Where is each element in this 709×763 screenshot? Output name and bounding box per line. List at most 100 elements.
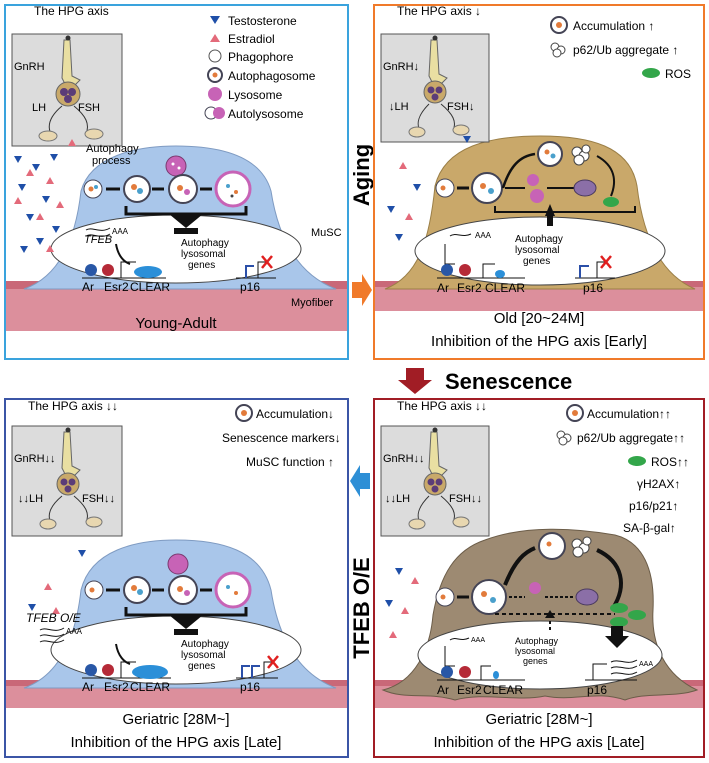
senescence-label: Senescence [445, 369, 572, 394]
tfeb-connector: TFEB O/E [349, 465, 373, 659]
tfeb-arrow-icon [350, 465, 370, 497]
panel-geriatric: The HPG axis ↓↓ GnRH↓↓ ↓↓LH FSH↓↓ AAA Au… [373, 398, 705, 758]
panel-old: The HPG axis ↓ GnRH↓ ↓LH FSH↓ AAA Autoph… [373, 4, 705, 360]
legend-h2ax: γH2AX↑ [637, 477, 680, 491]
legend-p62: p62/Ub aggregate↑↑ [577, 431, 685, 445]
hormone-scatter [14, 139, 76, 253]
legend-p16p21: p16/p21↑ [629, 499, 678, 513]
p16-label: p16 [583, 281, 603, 295]
hormone-scatter [387, 136, 471, 241]
legend-autolysosome: Autolysosome [228, 107, 304, 121]
lh-label: ↓LH [389, 101, 409, 113]
old-figure: The HPG axis ↓ GnRH↓ ↓LH FSH↓ AAA Autoph… [375, 6, 703, 350]
aaa-text: AAA [471, 637, 485, 644]
ar-label: Ar [437, 281, 449, 295]
lh-label: LH [32, 102, 46, 114]
p62-icon [556, 430, 572, 446]
tfeb-figure: The HPG axis ↓↓ GnRH↓↓ ↓↓LH FSH↓↓ TFEB O… [6, 400, 347, 751]
fsh-label: FSH [78, 102, 100, 114]
aaa-text: AAA [66, 627, 83, 636]
legend-ros: ROS [665, 67, 691, 81]
esr2-label: Esr2 [104, 680, 129, 694]
phagophore-icon [208, 49, 222, 63]
tfeb-label: TFEB [84, 234, 112, 246]
clear-label: CLEAR [130, 680, 170, 694]
lh-label: ↓↓LH [18, 493, 43, 505]
ar-label: Ar [437, 683, 449, 697]
p16-label: p16 [587, 683, 607, 697]
hpg-title: The HPG axis ↓ [397, 6, 481, 18]
tfeb-oe-label: TFEB O/E [349, 557, 373, 658]
legend-accumulation: Accumulation↓ [256, 407, 334, 421]
legend-p62: p62/Ub aggregate ↑ [573, 43, 678, 57]
nucleus [417, 620, 663, 690]
legend-senescence-markers: Senescence markers↓ [222, 431, 341, 445]
p16-label: p16 [240, 280, 260, 294]
legend-musc-function: MuSC function ↑ [246, 455, 334, 469]
ger-caption-2: Inhibition of the HPG axis [Late] [434, 734, 645, 751]
senescence-arrow-icon [398, 368, 432, 394]
lysosome-icon [208, 87, 222, 101]
hpg-title: The HPG axis [34, 6, 109, 18]
clear-label: CLEAR [483, 683, 523, 697]
gnrh-label: GnRH↓ [383, 61, 419, 73]
geriatric-figure: The HPG axis ↓↓ GnRH↓↓ ↓↓LH FSH↓↓ AAA Au… [375, 400, 703, 751]
clear-label: CLEAR [130, 280, 170, 294]
legend-lysosome: Lysosome [228, 88, 283, 102]
gnrh-label: GnRH↓↓ [14, 453, 56, 465]
ar-label: Ar [82, 280, 94, 294]
lh-label: ↓↓LH [385, 493, 410, 505]
ar-label: Ar [82, 680, 94, 694]
legend-autophagosome: Autophagosome [228, 69, 316, 83]
musc-label: MuSC [311, 227, 342, 239]
hormone-scatter [28, 550, 86, 614]
legend-testosterone: Testosterone [228, 14, 297, 28]
fsh-label: FSH↓↓ [82, 493, 115, 505]
ros-icon [642, 68, 660, 78]
gnrh-label: GnRH [14, 61, 45, 73]
aaa-text-2: AAA [639, 661, 653, 668]
aging-label: Aging [349, 144, 373, 206]
fsh-label: FSH↓ [447, 101, 475, 113]
testosterone-icon [210, 16, 220, 24]
esr2-label: Esr2 [104, 280, 129, 294]
tfeb-caption-1: Geriatric [28M~] [122, 711, 229, 728]
ger-caption-1: Geriatric [28M~] [485, 711, 592, 728]
legend-phagophore: Phagophore [228, 50, 294, 64]
clear-label: CLEAR [485, 281, 525, 295]
hormone-scatter [385, 568, 419, 638]
fsh-label: FSH↓↓ [449, 493, 482, 505]
p62-aggregate [571, 144, 591, 166]
p62-aggregate [571, 536, 592, 558]
esr2-label: Esr2 [457, 281, 482, 295]
myofiber-label: Myofiber [291, 297, 334, 309]
gnrh-label: GnRH↓↓ [383, 453, 425, 465]
legend-ros: ROS↑↑ [651, 455, 689, 469]
legend: Testosterone Estradiol Phagophore Autoph… [204, 14, 316, 121]
hpg-title: The HPG axis ↓↓ [397, 400, 487, 413]
old-caption-1: Old [20~24M] [494, 310, 584, 327]
senescence-connector: Senescence [398, 368, 572, 394]
aaa-text: AAA [475, 231, 492, 240]
legend-accumulation: Accumulation↑↑ [587, 407, 671, 421]
legend-accumulation: Accumulation ↑ [573, 19, 654, 33]
panel-tfeb-oe: The HPG axis ↓↓ GnRH↓↓ ↓↓LH FSH↓↓ TFEB O… [4, 398, 349, 758]
old-caption-2: Inhibition of the HPG axis [Early] [431, 333, 647, 350]
p62-icon [550, 42, 566, 58]
ros-blob [603, 197, 619, 207]
hpg-title: The HPG axis ↓↓ [28, 400, 118, 413]
aaa-text: AAA [112, 227, 129, 236]
aging-connector: Aging [349, 144, 373, 306]
legend-sa-b-gal: SA-β-gal↑ [623, 521, 676, 535]
aging-arrow-icon [352, 274, 372, 306]
tfeb-oe-italic: TFEB O/E [26, 611, 82, 625]
legend-estradiol: Estradiol [228, 32, 275, 46]
tfeb-caption-2: Inhibition of the HPG axis [Late] [71, 734, 282, 751]
